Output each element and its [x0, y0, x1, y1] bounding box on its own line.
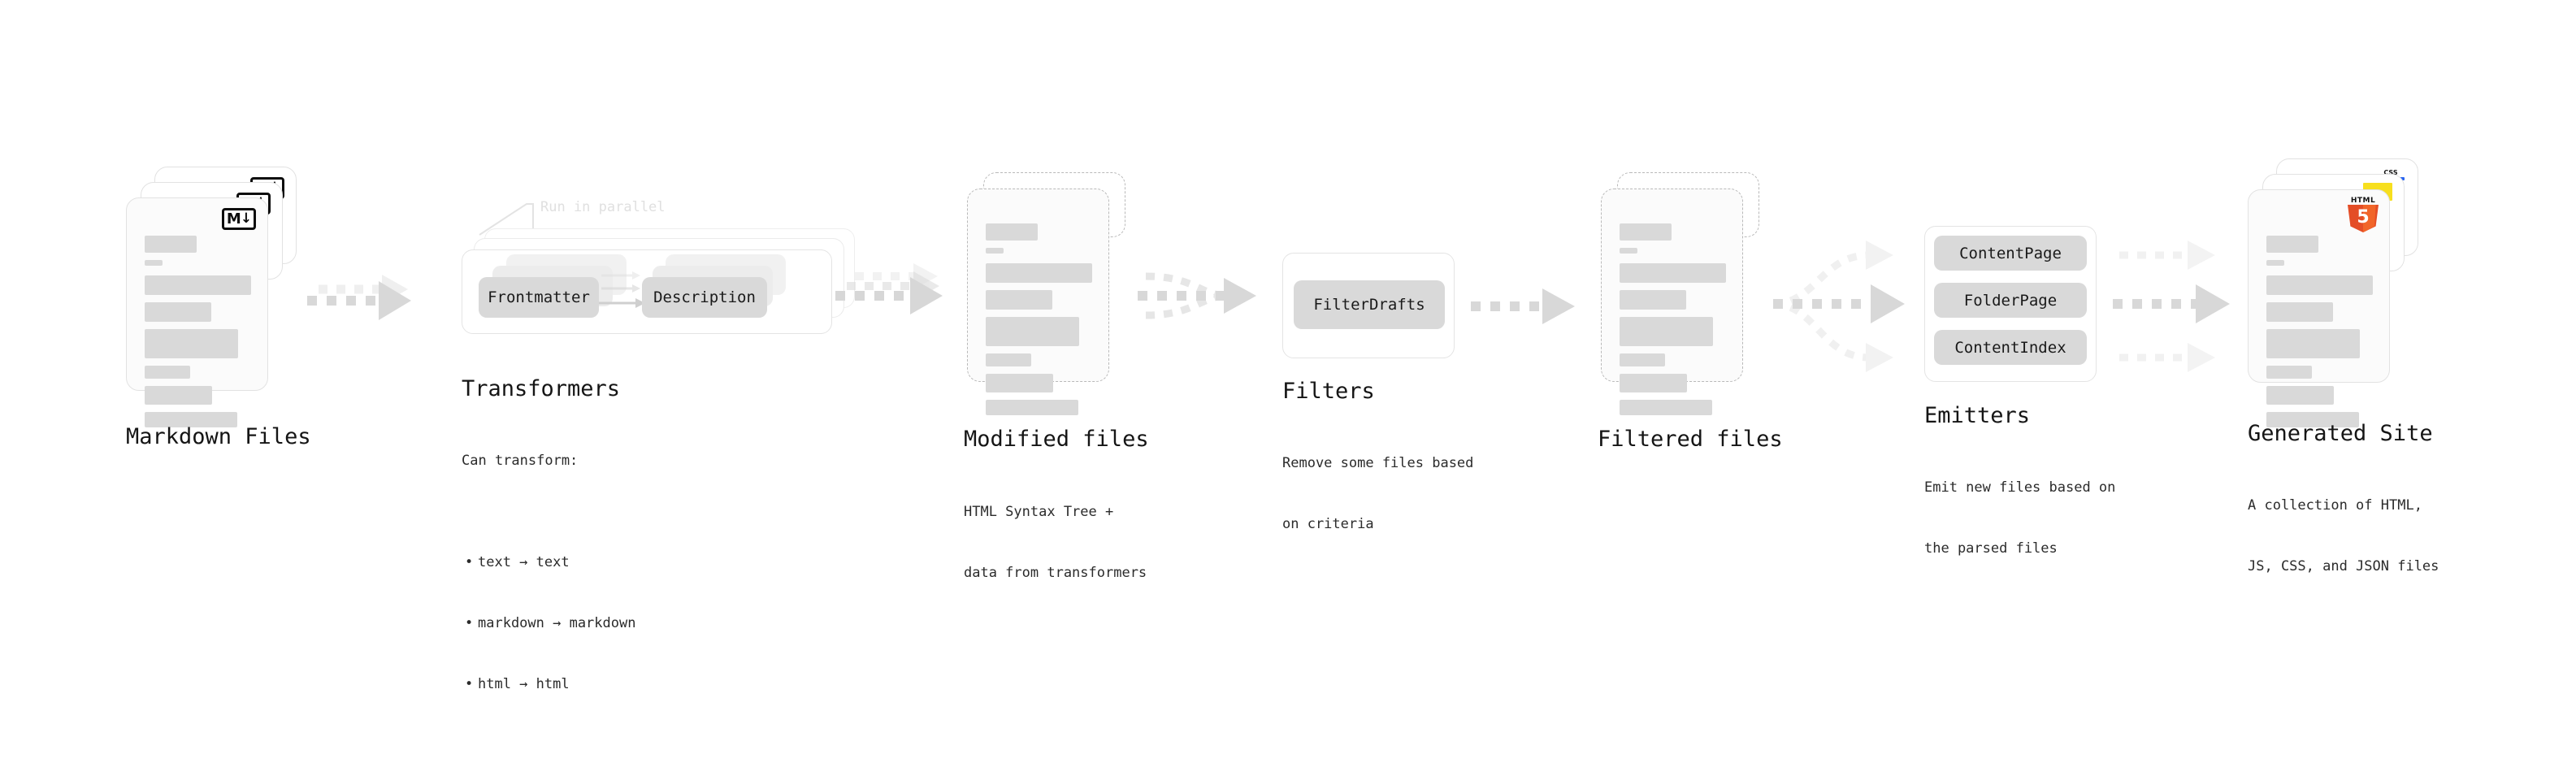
placeholder-bar — [986, 374, 1053, 392]
placeholder-bar — [1620, 317, 1713, 346]
transformers-bullet: markdown → markdown — [465, 613, 636, 634]
document-placeholder-lines — [986, 223, 1092, 423]
emitters-description-line: Emit new files based on — [1924, 479, 2116, 496]
generated-file-card-html: HTML 5 — [2248, 189, 2390, 427]
placeholder-bar — [145, 302, 211, 322]
placeholder-bar — [1620, 400, 1712, 415]
markdown-icon-arrow: ↓ — [240, 210, 252, 227]
generated-site-description-line: JS, CSS, and JSON files — [2248, 558, 2439, 574]
html5-icon-shield: 5 — [2348, 205, 2379, 232]
placeholder-bar — [2266, 275, 2373, 295]
emitter-pill-contentpage[interactable]: ContentPage — [1934, 236, 2087, 271]
placeholder-bar — [986, 353, 1031, 366]
arrow-filters-to-filtered — [1471, 280, 1585, 337]
run-in-parallel-bracket — [479, 197, 593, 254]
filters-description-line: on criteria — [1282, 516, 1374, 532]
placeholder-bar — [1620, 223, 1672, 241]
transformers-bullet: text → text — [465, 553, 635, 573]
transformer-pill-description[interactable]: Description — [642, 277, 767, 318]
arrow-markdown-to-transformers — [307, 268, 413, 333]
filters-description: Remove some files based on criteria — [1282, 413, 1473, 575]
pipeline-diagram: M↓ M↓ M↓ Markdown Files — [0, 0, 2576, 681]
placeholder-bar — [145, 260, 163, 266]
filtered-files-title: Filtered files — [1598, 427, 1783, 452]
placeholder-bar — [986, 263, 1092, 283]
run-in-parallel-label: Run in parallel — [540, 199, 666, 215]
transformers-bullet-list: text → text markdown → markdown html → h… — [462, 512, 636, 735]
filters-description-line: Remove some files based — [1282, 455, 1474, 471]
html5-icon-label: HTML — [2350, 197, 2376, 205]
document-placeholder-lines — [1620, 223, 1726, 423]
placeholder-bar — [2266, 412, 2359, 427]
modified-files-title: Modified files — [964, 427, 1149, 452]
transformer-pill-frontmatter[interactable]: Frontmatter — [479, 277, 599, 318]
placeholder-bar — [1620, 374, 1687, 392]
placeholder-bar — [145, 275, 251, 295]
transformers-description-line: Can transform: — [462, 453, 579, 469]
emitter-pill-folderpage[interactable]: FolderPage — [1934, 283, 2087, 318]
modified-files-description-line: HTML Syntax Tree + — [964, 504, 1114, 520]
markdown-icon: M↓ — [222, 208, 256, 230]
placeholder-bar — [2266, 260, 2284, 266]
transformer-inner-arrows — [596, 264, 699, 329]
placeholder-bar — [1620, 263, 1726, 283]
placeholder-bar — [1620, 248, 1637, 254]
generated-site-description: A collection of HTML, JS, CSS, and JSON … — [2248, 455, 2439, 618]
modified-files-description: HTML Syntax Tree + data from transformer… — [964, 462, 1147, 624]
html5-icon-number: 5 — [2357, 207, 2370, 228]
transformers-bullet: html → html — [465, 674, 635, 695]
arrow-filtered-to-emitters — [1772, 229, 1928, 384]
placeholder-bar — [2266, 236, 2318, 253]
placeholder-bar — [986, 317, 1079, 346]
placeholder-bar — [145, 236, 197, 253]
markdown-icon-letter: M — [226, 210, 241, 228]
placeholder-bar — [145, 329, 238, 358]
modified-files-description-line: data from transformers — [964, 565, 1147, 581]
placeholder-bar — [2266, 366, 2312, 379]
css3-icon-label: CSS — [2383, 169, 2398, 176]
generated-site-title: Generated Site — [2248, 421, 2433, 446]
filtered-file-card-front — [1601, 189, 1743, 415]
placeholder-bar — [2266, 329, 2360, 358]
emitter-pill-contentindex[interactable]: ContentIndex — [1934, 330, 2087, 365]
placeholder-bar — [1620, 353, 1665, 366]
placeholder-bar — [145, 386, 212, 405]
emitters-description: Emit new files based on the parsed files — [1924, 437, 2115, 600]
placeholder-bar — [986, 400, 1078, 415]
placeholder-bar — [2266, 386, 2334, 405]
filter-pill-filterdrafts[interactable]: FilterDrafts — [1294, 280, 1445, 329]
arrow-modified-to-filters — [1138, 258, 1276, 348]
filters-title: Filters — [1282, 379, 1375, 404]
placeholder-bar — [1620, 290, 1686, 310]
transformers-title: Transformers — [462, 376, 621, 401]
modified-file-card-front — [967, 189, 1109, 415]
markdown-file-card-front: M↓ — [126, 197, 268, 427]
placeholder-bar — [145, 366, 190, 379]
placeholder-bar — [145, 412, 237, 427]
document-placeholder-lines — [2266, 236, 2373, 435]
emitters-title: Emitters — [1924, 403, 2031, 428]
placeholder-bar — [986, 290, 1052, 310]
placeholder-bar — [986, 248, 1004, 254]
arrow-transformers-to-modified — [835, 262, 949, 335]
html5-icon: HTML 5 — [2347, 197, 2379, 232]
document-placeholder-lines — [145, 236, 251, 435]
arrow-emitters-to-site — [2113, 229, 2259, 384]
markdown-files-title: Markdown Files — [126, 424, 311, 449]
transformers-description: Can transform: text → text markdown → ma… — [462, 410, 635, 776]
emitters-description-line: the parsed files — [1924, 540, 2058, 557]
placeholder-bar — [986, 223, 1038, 241]
generated-site-description-line: A collection of HTML, — [2248, 497, 2422, 514]
placeholder-bar — [2266, 302, 2333, 322]
